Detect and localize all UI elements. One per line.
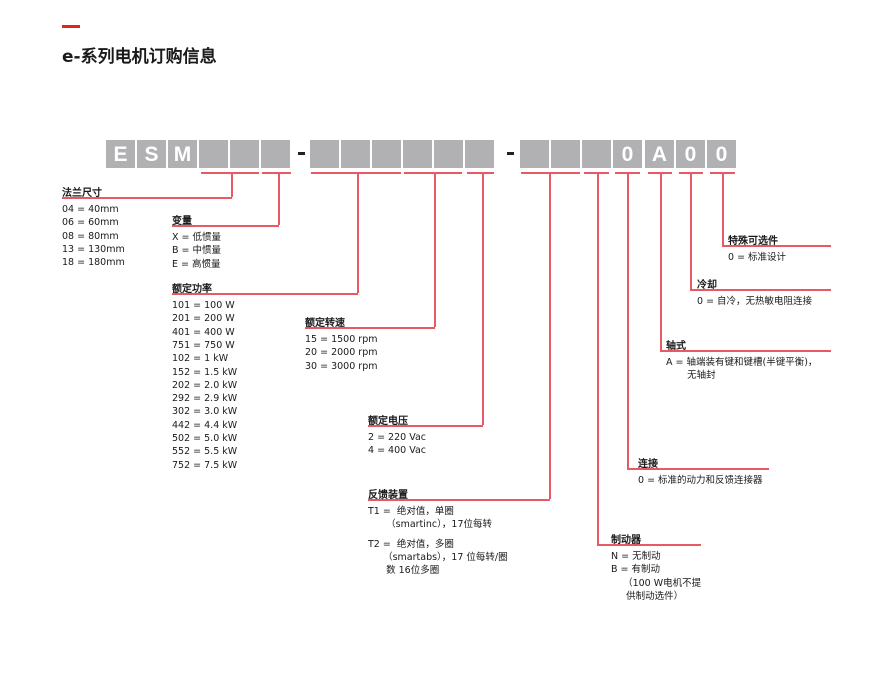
accent-bar	[62, 25, 80, 28]
connector-line	[368, 425, 483, 427]
connector-line	[722, 245, 831, 247]
power-option: 152 = 1.5 kW	[172, 366, 238, 378]
brake-option: N = 无制动	[611, 551, 661, 562]
connector-line	[357, 172, 359, 293]
cooling-label: 冷却	[697, 280, 717, 291]
power-option: 502 = 5.0 kW	[172, 433, 238, 444]
feedback-option: T2 = 绝对值，多圈 （smartabs），17 位每转/圈 数 16位多圈	[368, 538, 508, 577]
code-box: 0	[707, 140, 736, 168]
connector-line	[584, 172, 609, 174]
code-box	[372, 140, 401, 168]
connection-label: 连接	[638, 459, 658, 470]
power-option: 102 = 1 kW	[172, 353, 229, 365]
speed-option: 15 = 1500 rpm	[305, 334, 378, 345]
connector-line	[368, 499, 550, 501]
flange-option: 13 = 130mm	[62, 243, 125, 255]
shaft-label: 轴式	[666, 341, 686, 352]
speed-label: 额定转速	[305, 318, 345, 329]
connection-option: 0 = 标准的动力和反馈连接器	[638, 475, 763, 486]
flange-option: 18 = 180mm	[62, 257, 125, 269]
code-box	[261, 140, 290, 168]
connector-line	[482, 172, 484, 425]
connector-line	[262, 172, 291, 174]
special-label: 特殊可选件	[728, 236, 778, 247]
code-box: 0	[676, 140, 705, 168]
connector-line	[201, 172, 259, 174]
power-option: 752 = 7.5 kW	[172, 459, 238, 471]
code-box	[230, 140, 259, 168]
feedback-label: 反馈装置	[368, 490, 408, 501]
connector-line	[231, 172, 233, 197]
code-box: A	[645, 140, 674, 168]
connector-line	[597, 172, 599, 544]
connector-line	[549, 172, 551, 499]
brake-option: B = 有制动 （100 W电机不提 供制动选件）	[611, 564, 702, 602]
code-dash	[298, 152, 305, 155]
code-box	[199, 140, 228, 168]
connector-line	[521, 172, 580, 174]
code-box	[582, 140, 611, 168]
page-title: e-系列电机订购信息	[62, 47, 217, 67]
connector-line	[434, 172, 436, 327]
code-box: E	[106, 140, 135, 168]
voltage-option: 2 = 220 Vac	[368, 432, 427, 443]
power-label: 额定功率	[172, 284, 212, 295]
connector-line	[627, 468, 769, 470]
flange-label: 法兰尺寸	[62, 188, 102, 199]
connector-line	[722, 172, 724, 245]
connector-line	[690, 172, 692, 289]
speed-option: 20 = 2000 rpm	[305, 347, 378, 359]
code-box: 0	[613, 140, 642, 168]
feedback-option: T1 = 绝对值，单圈 （smartinc），17位每转	[368, 506, 492, 531]
connector-line	[172, 293, 358, 295]
voltage-label: 额定电压	[368, 416, 408, 427]
power-option: 201 = 200 W	[172, 313, 235, 325]
connector-line	[278, 172, 280, 225]
variant-label: 变量	[172, 216, 192, 227]
power-option: 751 = 750 W	[172, 339, 235, 351]
connector-line	[305, 327, 435, 329]
power-option: 202 = 2.0 kW	[172, 379, 238, 391]
code-box	[551, 140, 580, 168]
voltage-option: 4 = 400 Vac	[368, 445, 427, 457]
flange-option: 06 = 60mm	[62, 217, 119, 229]
code-box: S	[137, 140, 166, 168]
flange-option: 08 = 80mm	[62, 230, 119, 242]
connector-line	[404, 172, 462, 174]
connector-line	[597, 544, 701, 546]
connector-line	[627, 172, 629, 468]
connector-line	[660, 172, 662, 350]
brake-label: 制动器	[611, 535, 641, 546]
code-box: M	[168, 140, 197, 168]
code-box	[403, 140, 432, 168]
flange-option: 04 = 40mm	[62, 204, 119, 215]
power-option: 302 = 3.0 kW	[172, 406, 238, 418]
power-option: 401 = 400 W	[172, 326, 235, 338]
connector-line	[172, 225, 279, 227]
code-box	[465, 140, 494, 168]
code-box	[434, 140, 463, 168]
connector-line	[311, 172, 401, 174]
connector-line	[467, 172, 494, 174]
variant-option: B = 中惯量	[172, 245, 222, 257]
connector-line	[690, 289, 831, 291]
code-box	[341, 140, 370, 168]
special-option: 0 = 标准设计	[728, 252, 787, 263]
connector-line	[62, 197, 232, 199]
cooling-option: 0 = 自冷，无热敏电阻连接	[697, 296, 813, 307]
code-box	[520, 140, 549, 168]
variant-option: E = 高惯量	[172, 258, 221, 270]
power-option: 552 = 5.5 kW	[172, 446, 238, 458]
variant-option: X = 低惯量	[172, 232, 222, 243]
code-dash	[507, 152, 514, 155]
power-option: 292 = 2.9 kW	[172, 393, 238, 405]
shaft-option: A = 轴端装有键和键槽(半键平衡)， 无轴封	[666, 357, 818, 382]
code-box	[310, 140, 339, 168]
connector-line	[660, 350, 831, 352]
speed-option: 30 = 3000 rpm	[305, 360, 378, 372]
power-option: 442 = 4.4 kW	[172, 419, 238, 431]
power-option: 101 = 100 W	[172, 300, 235, 311]
